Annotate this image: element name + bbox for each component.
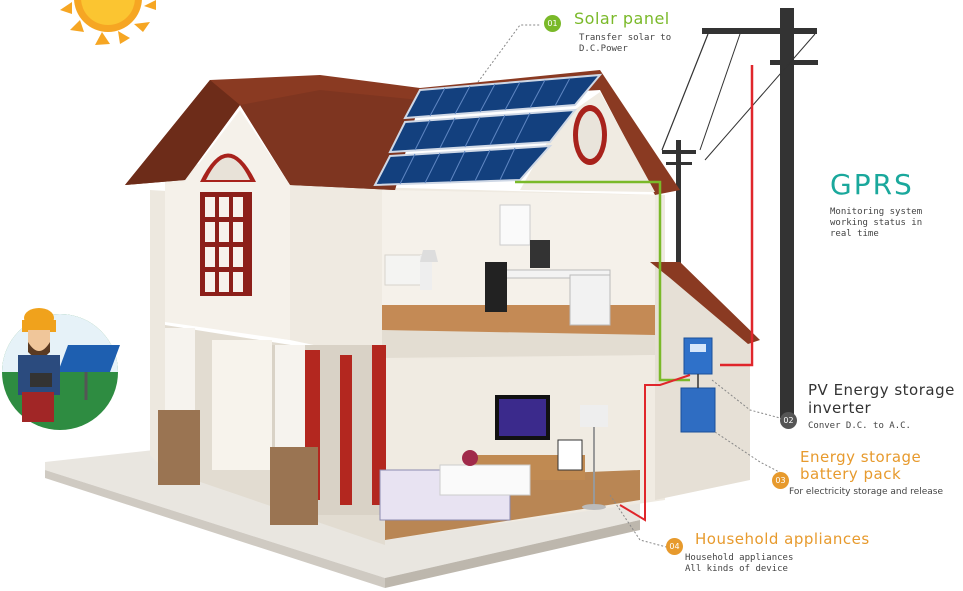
callout-04-badge: 04	[666, 538, 683, 555]
gprs-subtitle-line-3: real time	[830, 229, 879, 239]
callout-04-subtitle-line-2: All kinds of device	[685, 564, 788, 574]
callout-02-badge: 02	[780, 412, 797, 429]
wiring	[515, 65, 754, 522]
callout-03-title-line-1: Energy storage	[800, 448, 922, 466]
sun-icon	[60, 0, 156, 45]
engineer-avatar-icon	[2, 308, 120, 430]
callout-02-subtitle: Conver D.C. to A.C.	[808, 421, 911, 431]
callout-01-title: Solar panel	[574, 9, 670, 28]
callout-03-subtitle: For electricity storage and release	[789, 487, 944, 497]
solar-panel-array	[373, 73, 603, 187]
leader-lines	[477, 24, 786, 549]
callout-02-title-line-1: PV Energy storage	[808, 381, 955, 399]
battery-pack	[680, 387, 716, 433]
gprs-subtitle-line-2: working status in	[830, 218, 923, 228]
left-window-panes	[205, 197, 243, 292]
callout-01-subtitle-line-2: D.C.Power	[579, 44, 628, 54]
callout-01-badge: 01	[544, 15, 561, 32]
callout-03-title-line-2: battery pack	[800, 465, 902, 483]
callout-03-badge: 03	[772, 472, 789, 489]
interior-furniture	[379, 204, 611, 521]
inverter-unit	[683, 337, 713, 375]
callout-04-title: Household appliances	[695, 530, 870, 548]
callout-02-title-line-2: inverter	[808, 399, 872, 417]
callout-01-subtitle-line-1: Transfer solar to	[579, 33, 672, 43]
gprs-title: GPRS	[830, 168, 914, 201]
callout-04-subtitle-line-1: Household appliances	[685, 553, 794, 563]
utility-pole-icon	[661, 8, 818, 418]
gprs-subtitle-line-1: Monitoring system	[830, 207, 923, 217]
